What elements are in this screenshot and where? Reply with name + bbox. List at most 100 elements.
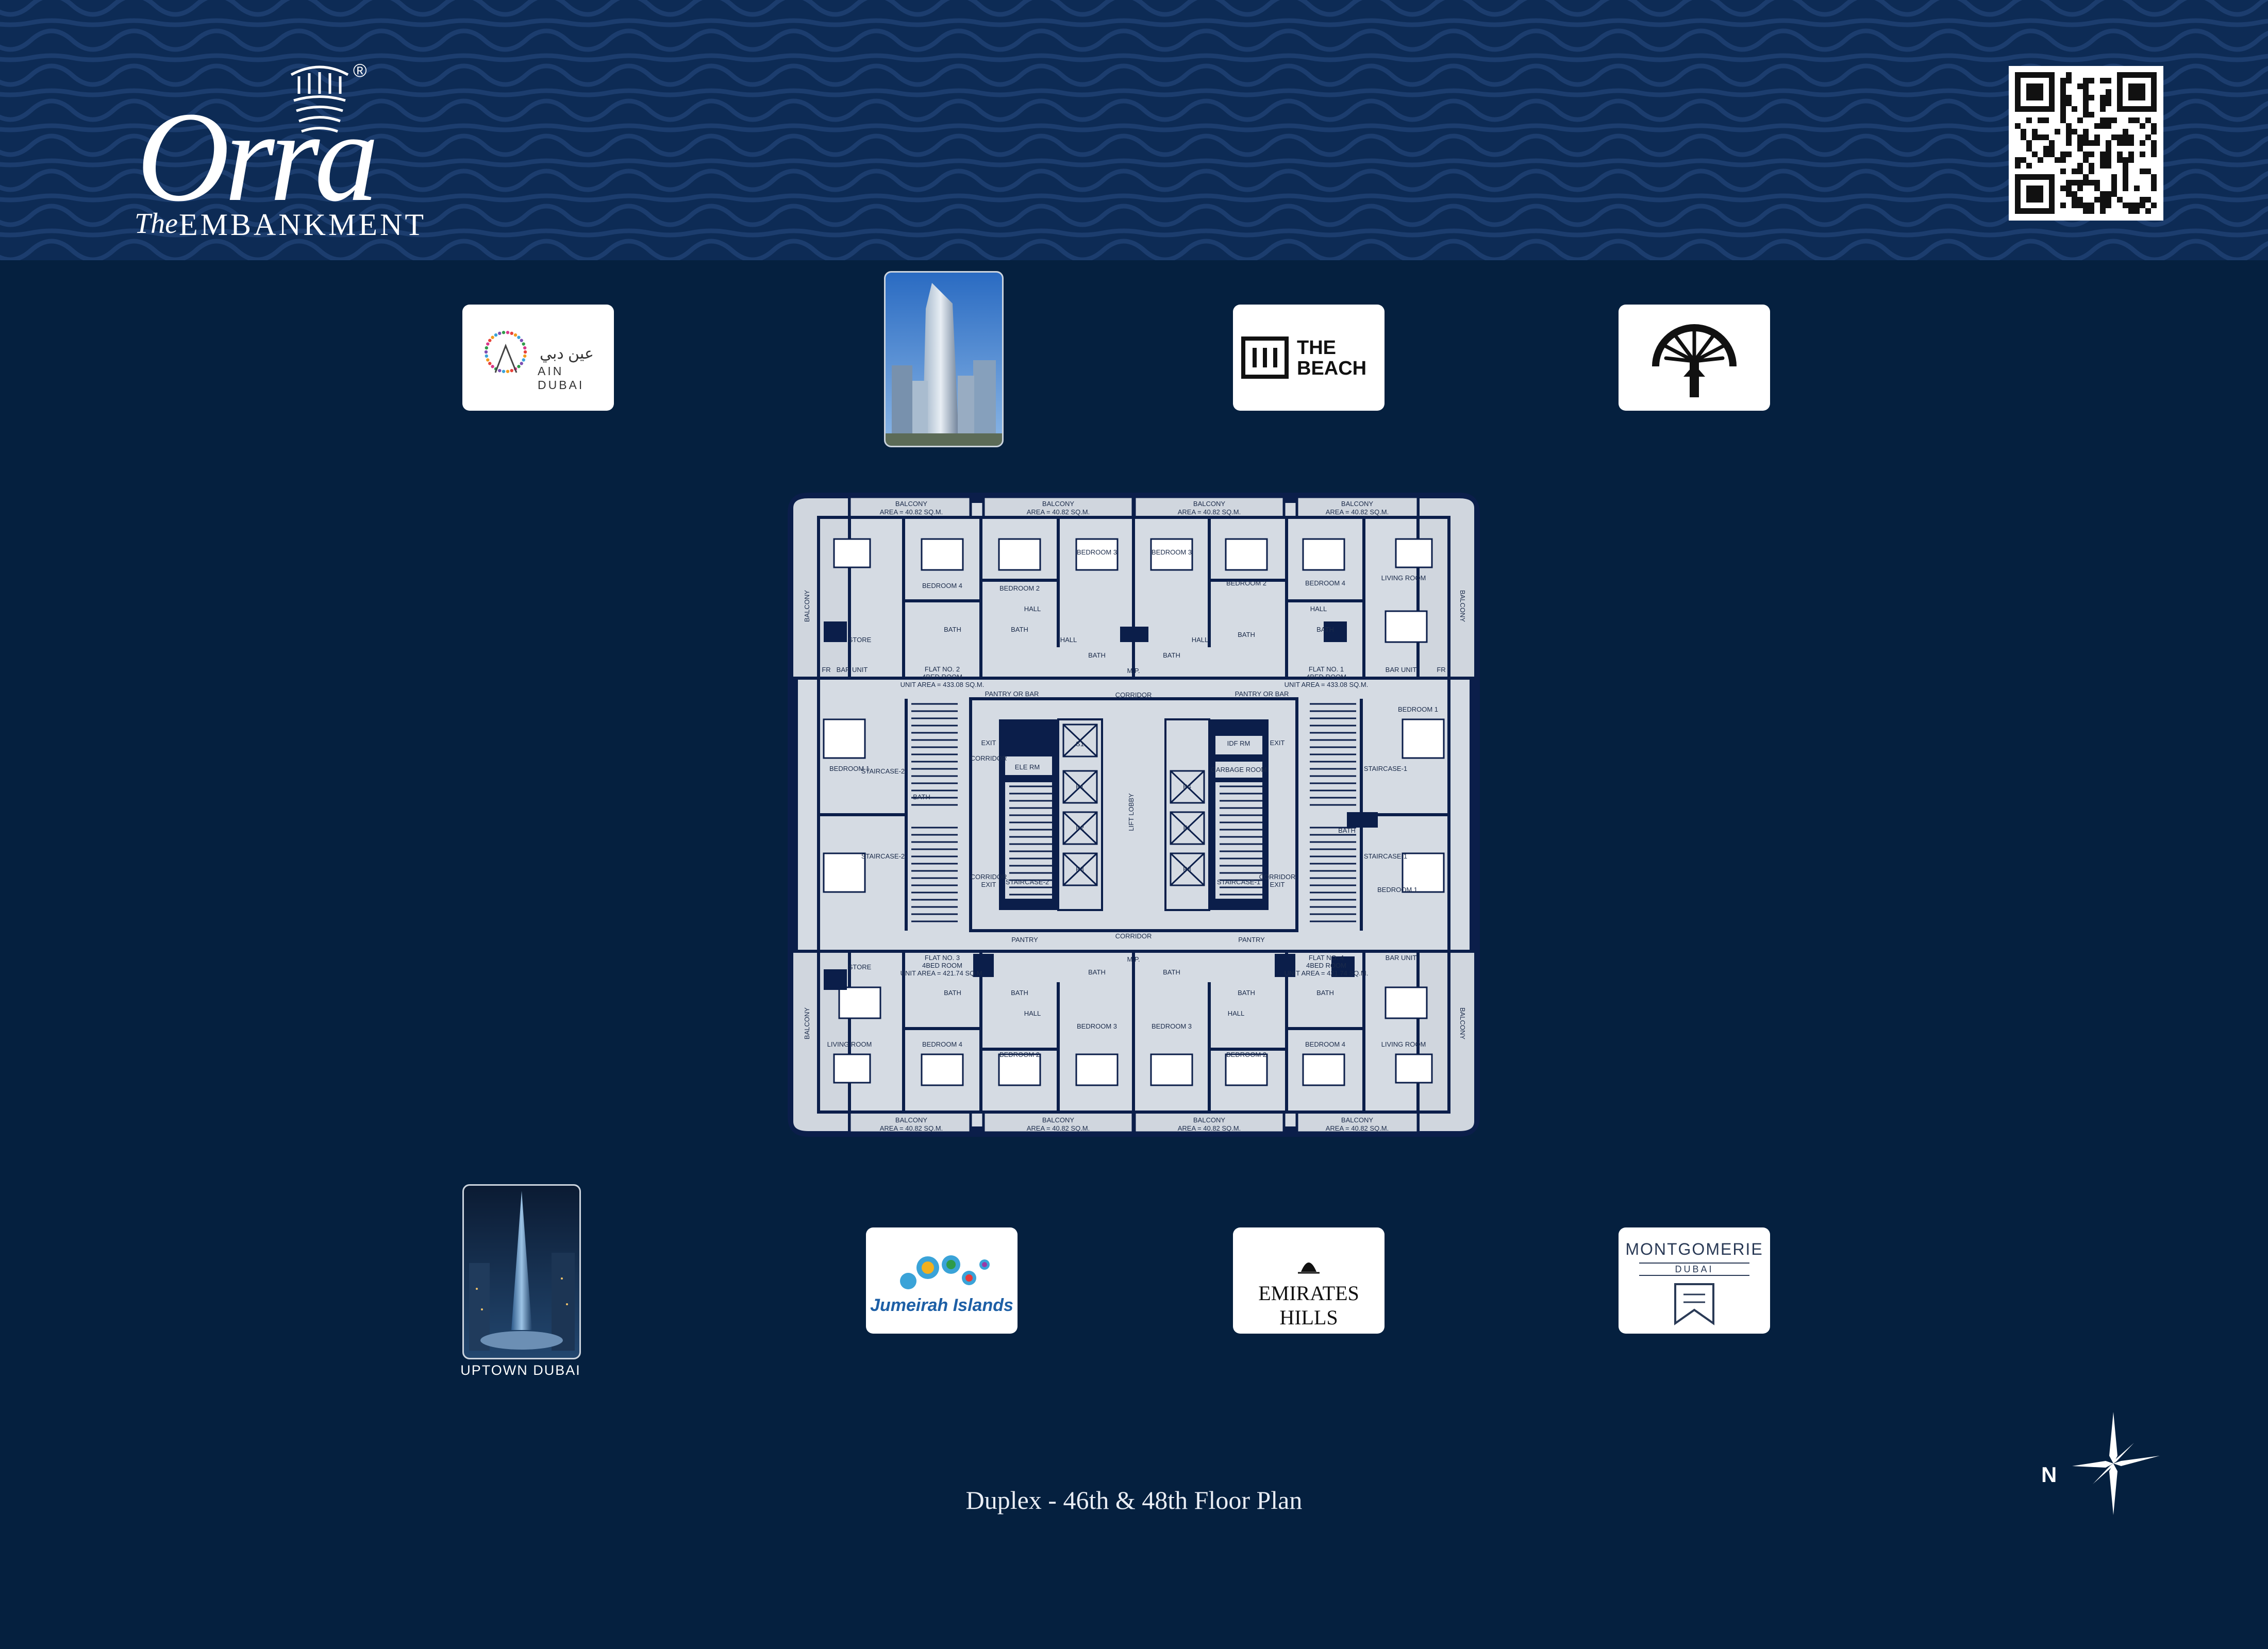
balcony-label: BALCONY	[1341, 1116, 1373, 1124]
balcony-label: BALCONY	[1042, 1116, 1074, 1124]
ain-dubai-arabic: عين دبي	[540, 345, 594, 362]
montgomerie-card[interactable]: MONTGOMERIE DUBAI	[1619, 1227, 1770, 1334]
room-label: STAIRCASE-2	[861, 852, 905, 860]
room-label: BATH	[1163, 651, 1180, 659]
room-label: CORRIDOR	[971, 754, 1007, 762]
trademark-mark: ®	[353, 60, 367, 81]
room-label: PANTRY	[1238, 936, 1265, 944]
room-label: EXIT	[981, 881, 996, 888]
room-label: CORRIDOR	[971, 873, 1007, 881]
flat-name: FLAT NO. 4	[1309, 954, 1344, 962]
floor-plan: BALCONY AREA = 40.82 SQ.M. BALCONY AREA …	[788, 493, 1480, 1137]
room-label: HALL	[1024, 605, 1041, 613]
balcony-label: BALCONY	[895, 500, 927, 508]
flat-area: UNIT AREA = 433.08 SQ.M.	[900, 681, 985, 688]
room-label: M.P.	[1127, 667, 1140, 675]
uptown-dubai-photo[interactable]	[462, 1184, 581, 1359]
flat-area: UNIT AREA = 421.74 SQ.M.	[1285, 969, 1369, 977]
brand-prefix: The	[135, 208, 178, 240]
floor-plan-drawing: BALCONY AREA = 40.82 SQ.M. BALCONY AREA …	[788, 493, 1480, 1137]
room-label: ELE RM	[1015, 763, 1040, 771]
room-label: LIVING ROOM	[1381, 574, 1426, 582]
room-label: BEDROOM 1	[829, 765, 870, 772]
ain-dubai-card[interactable]: عين دبي AIN DUBAI	[462, 305, 614, 411]
brand-name: EMBANKMENT	[179, 208, 426, 242]
jumeirah-islands-card[interactable]: Jumeirah Islands	[866, 1227, 1018, 1334]
room-label: HALL	[1310, 605, 1327, 613]
room-label: STORE	[848, 963, 872, 971]
room-label: FR	[1437, 666, 1445, 674]
room-label: BATH	[1238, 631, 1255, 638]
room-label: BEDROOM 2	[999, 1051, 1040, 1058]
room-label: HALL	[1024, 1009, 1041, 1017]
emirates-hills-label: EMIRATES HILLS	[1258, 1282, 1359, 1329]
balcony-label: BALCONY	[1341, 500, 1373, 508]
ain-dubai-label: AIN DUBAI	[538, 364, 585, 392]
room-label: BATH	[1316, 626, 1334, 633]
wave-pattern	[0, 0, 2268, 260]
room-label: BATH	[1338, 827, 1356, 834]
room-label: BEDROOM 1	[1377, 886, 1418, 894]
room-label: BEDROOM 4	[922, 582, 962, 590]
lift-label: P1	[1076, 783, 1084, 790]
room-label: BEDROOM 3	[1152, 1022, 1192, 1030]
tower-icon	[290, 65, 349, 133]
balcony-area-label: AREA = 40.82 SQ.M.	[1027, 1124, 1090, 1132]
room-label: GARBAGE ROOM	[1211, 766, 1266, 773]
balcony-label: BALCONY	[1193, 1116, 1225, 1124]
room-label: BEDROOM 4	[1305, 579, 1345, 587]
room-label: HALL	[1192, 636, 1209, 644]
room-label: FR	[822, 666, 830, 674]
montgomerie-crest-icon	[1674, 1283, 1714, 1325]
balcony-label: BALCONY	[1459, 590, 1466, 622]
flat-type: 4BED ROOM	[1306, 962, 1346, 969]
balcony-area-label: AREA = 40.82 SQ.M.	[1178, 1124, 1241, 1132]
room-label: BATH	[1316, 989, 1334, 997]
room-label: CORRIDOR	[1115, 932, 1152, 940]
room-label: CORRIDOR	[1115, 691, 1152, 699]
brand-script-name: Orra	[137, 86, 379, 228]
balcony-area-label: AREA = 40.82 SQ.M.	[1178, 508, 1241, 516]
jlt-tower-photo[interactable]	[884, 271, 1004, 447]
qr-code[interactable]	[2009, 66, 2163, 221]
lift-label: F1	[1183, 824, 1191, 832]
montgomerie-name: MONTGOMERIE	[1625, 1240, 1763, 1258]
flat-type: 4BED ROOM	[922, 673, 962, 681]
flat-name: FLAT NO. 2	[925, 665, 960, 673]
room-label: HALL	[1228, 1009, 1245, 1017]
lift-label: S1	[1076, 740, 1084, 748]
flat-name: FLAT NO. 1	[1309, 665, 1344, 673]
flat-name: FLAT NO. 3	[925, 954, 960, 962]
room-label: PANTRY OR BAR	[1235, 690, 1289, 698]
qr-code-pattern	[2015, 72, 2157, 214]
balcony-area-label: AREA = 40.82 SQ.M.	[880, 508, 943, 516]
room-label: BEDROOM 4	[1305, 1040, 1345, 1048]
compass-north-label: N	[2041, 1462, 2057, 1487]
jumeirah-islands-icon	[900, 1255, 990, 1289]
emirates-hills-card[interactable]: EMIRATES HILLS	[1233, 1227, 1385, 1334]
room-label: BATH	[1238, 989, 1255, 997]
room-label: EXIT	[1270, 739, 1285, 747]
room-label: LIVING ROOM	[827, 1040, 872, 1048]
jumeirah-islands-label: Jumeirah Islands	[870, 1295, 1013, 1315]
room-label: BEDROOM 3	[1077, 1022, 1117, 1030]
balcony-label: BALCONY	[1193, 500, 1225, 508]
flat-type: 4BED ROOM	[1306, 673, 1346, 681]
balcony-label: BALCONY	[1459, 1007, 1466, 1039]
room-label: STAIRCASE-1	[1364, 852, 1407, 860]
palm-jumeirah-card[interactable]	[1619, 305, 1770, 411]
lift-label: P3	[1076, 865, 1084, 873]
tower-photo	[886, 273, 1002, 446]
room-label: STAIRCASE-1	[1364, 765, 1407, 772]
room-label: EXIT	[981, 739, 996, 747]
balcony-area-label: AREA = 40.82 SQ.M.	[1027, 508, 1090, 516]
room-label: HALL	[1060, 636, 1077, 644]
uptown-tower-photo	[464, 1186, 579, 1358]
flat-area: UNIT AREA = 421.74 SQ.M.	[900, 969, 985, 977]
balcony-area-label: AREA = 40.82 SQ.M.	[1326, 1124, 1389, 1132]
balcony-label: BALCONY	[1042, 500, 1074, 508]
room-label: LIFT LOBBY	[1127, 793, 1135, 831]
room-label: BEDROOM 3	[1152, 548, 1192, 556]
